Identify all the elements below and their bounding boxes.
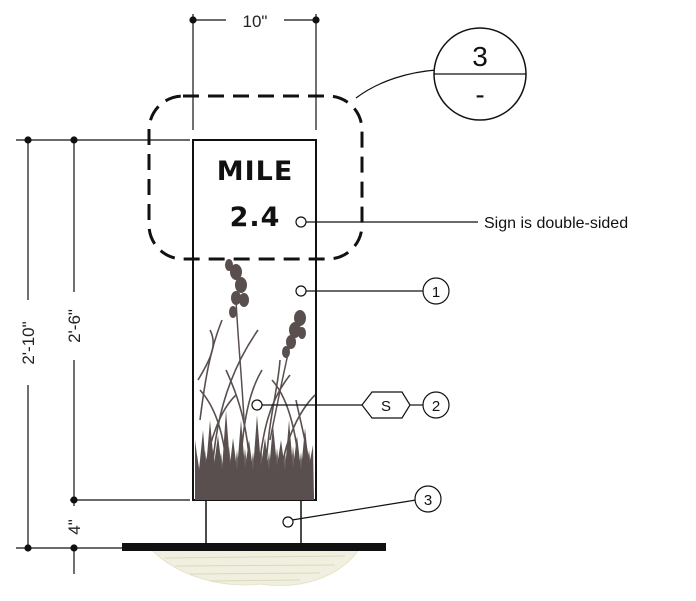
overall-height-label: 2'-10" [19,321,38,364]
keynote-3 [282,485,442,528]
keynote-2-tag: S [381,398,391,415]
sign-text-line1: MILE [217,156,294,187]
keynote-1-label: 1 [432,284,440,301]
width-dimension-label: 10" [243,12,268,31]
note-double-sided: Sign is double-sided [484,215,628,232]
grass-graphic [195,259,316,500]
ground-fill [148,547,361,586]
keynote-2-label: 2 [432,398,440,415]
sign-height-label: 2'-6" [65,309,84,343]
keynote-3-label: 3 [424,492,432,509]
vertical-dimension-lines [16,136,190,574]
sign-text-line2: 2.4 [230,202,281,233]
width-dimension [189,14,320,130]
ground-line [122,543,386,551]
keynote-1 [295,277,450,305]
detail-number: 3 [472,41,488,72]
keynote-2 [251,391,450,419]
ground-hatch [164,555,346,582]
detail-sheet: - [475,79,484,110]
note-leader [295,216,478,228]
detail-callout: 3 - [355,27,527,121]
detail-callout-leader [355,69,437,99]
base-height-label: 4" [65,519,84,535]
